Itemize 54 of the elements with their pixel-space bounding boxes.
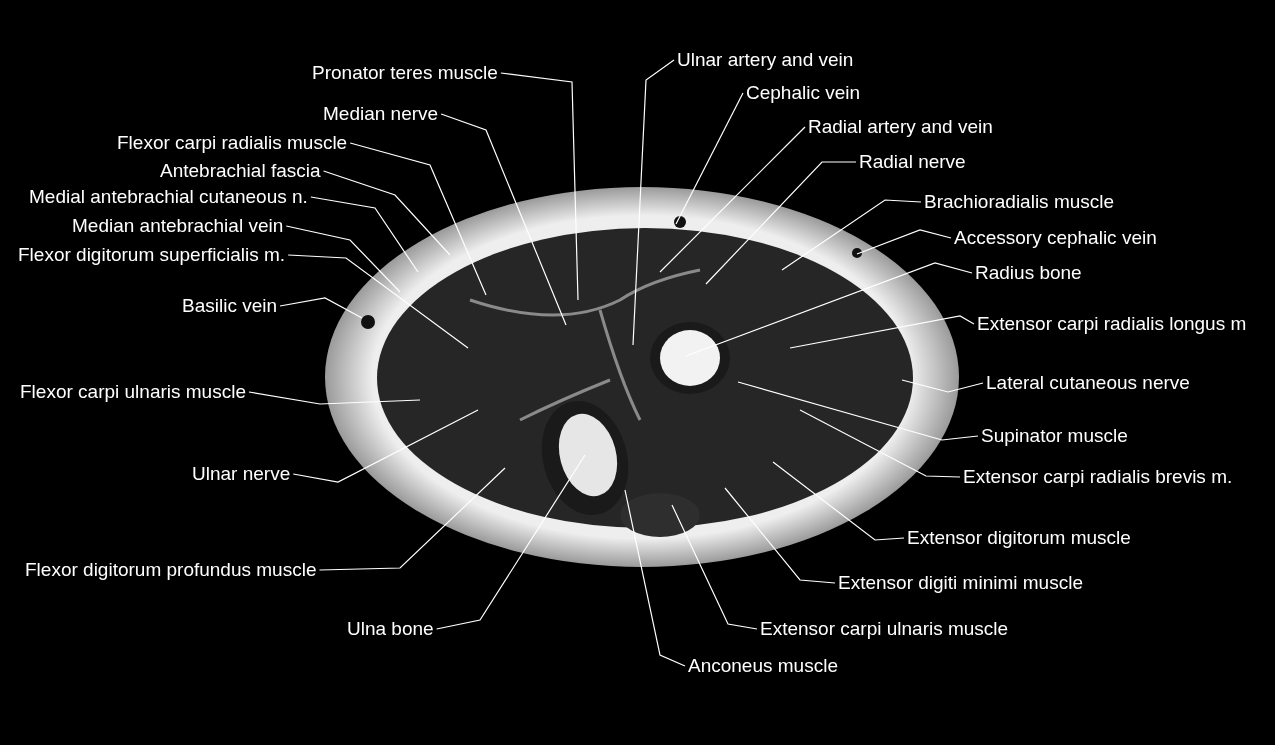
structure-label: Flexor carpi radialis muscle	[117, 132, 348, 154]
leader-line	[279, 297, 363, 319]
structure-label: Radial nerve	[859, 151, 966, 173]
structure-label: Extensor digiti minimi muscle	[838, 572, 1083, 594]
leader-line	[685, 262, 973, 357]
leader-line	[436, 454, 586, 630]
structure-label: Extensor carpi radialis longus m	[977, 313, 1247, 335]
leader-line	[292, 409, 479, 483]
structure-label: Supinator muscle	[981, 425, 1128, 447]
structure-label: Flexor carpi ulnaris muscle	[20, 381, 246, 403]
leader-line	[671, 504, 758, 630]
leader-line	[772, 461, 905, 541]
structure-label: Antebrachial fascia	[160, 160, 321, 182]
leader-line	[789, 315, 975, 349]
structure-label: Lateral cutaneous nerve	[986, 372, 1190, 394]
structure-label: Pronator teres muscle	[312, 62, 498, 84]
structure-label: Ulnar artery and vein	[677, 49, 854, 71]
leader-line	[632, 59, 675, 346]
structure-label: Radius bone	[975, 262, 1082, 284]
structure-label: Flexor digitorum superficialis m.	[18, 244, 286, 266]
leader-line	[737, 381, 979, 441]
leader-line	[322, 170, 451, 256]
leader-line	[781, 199, 922, 271]
leader-line	[624, 489, 686, 667]
leader-line	[248, 391, 421, 405]
structure-label: Ulna bone	[347, 618, 434, 640]
structure-label: Cephalic vein	[746, 82, 861, 104]
structure-label: Extensor digitorum muscle	[907, 527, 1131, 549]
structure-label: Median antebrachial vein	[72, 215, 284, 237]
leader-line	[318, 467, 506, 571]
leader-line	[724, 487, 836, 584]
structure-label: Flexor digitorum profundus muscle	[25, 559, 317, 581]
structure-label: Accessory cephalic vein	[954, 227, 1157, 249]
leader-line	[675, 92, 744, 225]
leader-line	[901, 379, 984, 393]
leader-line	[285, 225, 401, 293]
leader-line	[799, 409, 961, 478]
leader-line	[705, 161, 857, 285]
leader-line	[310, 196, 419, 273]
structure-label: Basilic vein	[182, 295, 278, 317]
structure-label: Brachioradialis muscle	[924, 191, 1115, 213]
leader-line	[287, 254, 469, 349]
leader-line	[349, 142, 487, 296]
structure-label: Radial artery and vein	[808, 116, 993, 138]
structure-label: Anconeus muscle	[688, 655, 838, 677]
structure-label: Extensor carpi radialis brevis m.	[963, 466, 1233, 488]
leader-line	[440, 113, 567, 326]
leader-line	[659, 126, 806, 273]
structure-label: Extensor carpi ulnaris muscle	[760, 618, 1009, 640]
structure-label: Ulnar nerve	[192, 463, 291, 485]
leader-line	[856, 229, 952, 255]
leader-line	[500, 72, 579, 301]
structure-label: Medial antebrachial cutaneous n.	[29, 186, 308, 208]
structure-label: Median nerve	[323, 103, 439, 125]
